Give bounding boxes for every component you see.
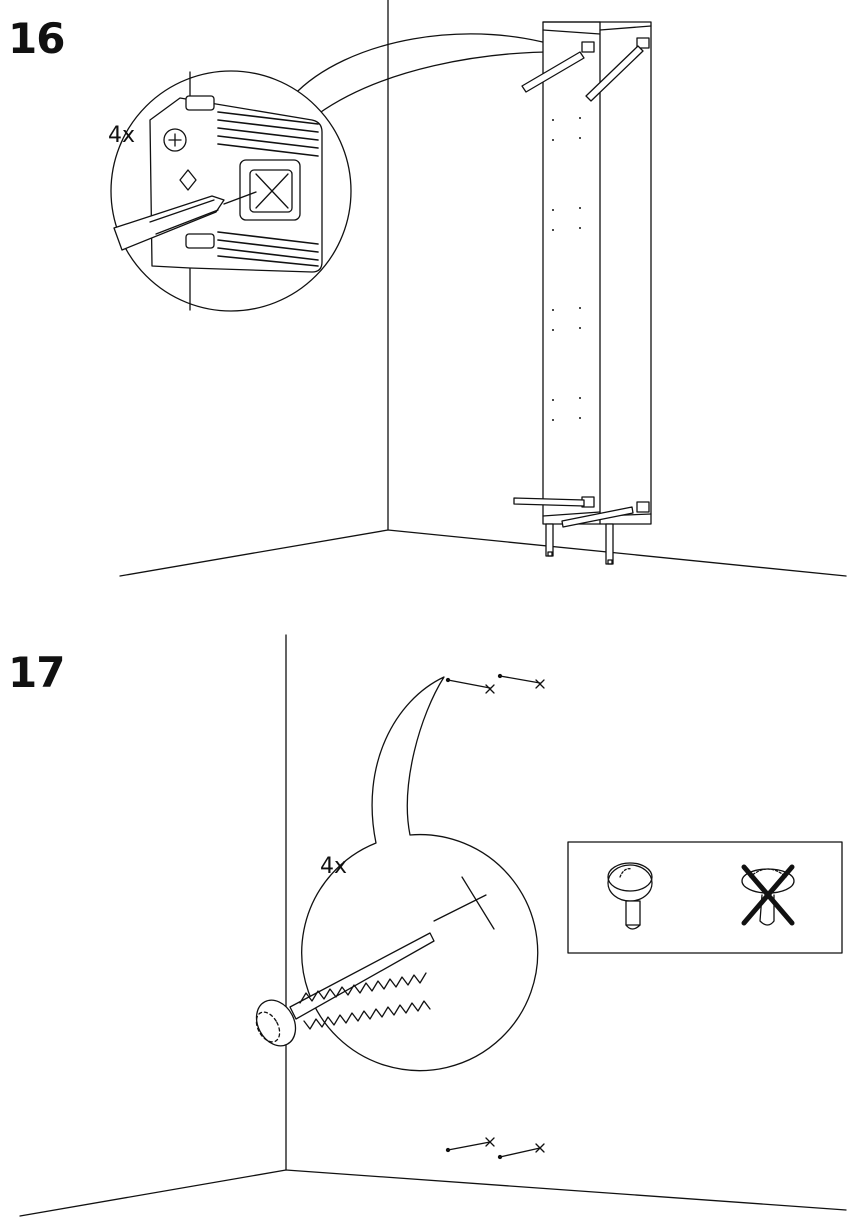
quantity-label: 4x <box>108 123 135 148</box>
incorrect-screw-head-icon <box>741 864 795 926</box>
screw-head-comparison-box <box>567 841 843 954</box>
quantity-label: 4x <box>320 854 347 879</box>
zoom-detail-circle <box>110 70 352 312</box>
room-corner <box>119 0 847 577</box>
tall-cabinet <box>542 21 652 565</box>
callout-arc <box>292 33 571 97</box>
correct-screw-head-icon <box>607 862 653 930</box>
step-number-17: 17 <box>8 648 65 697</box>
room-corner <box>19 634 847 1217</box>
step-17-illustration: 4x <box>19 634 847 1217</box>
step-number-16: 16 <box>8 14 65 63</box>
screw-position-marks-bottom <box>445 1137 545 1160</box>
screw-icon <box>255 932 435 1047</box>
drill-target-mark <box>433 876 495 930</box>
screwdriver-icons <box>513 45 644 528</box>
step-16-illustration: 4x <box>108 0 847 577</box>
screw-position-marks-top <box>445 673 545 694</box>
